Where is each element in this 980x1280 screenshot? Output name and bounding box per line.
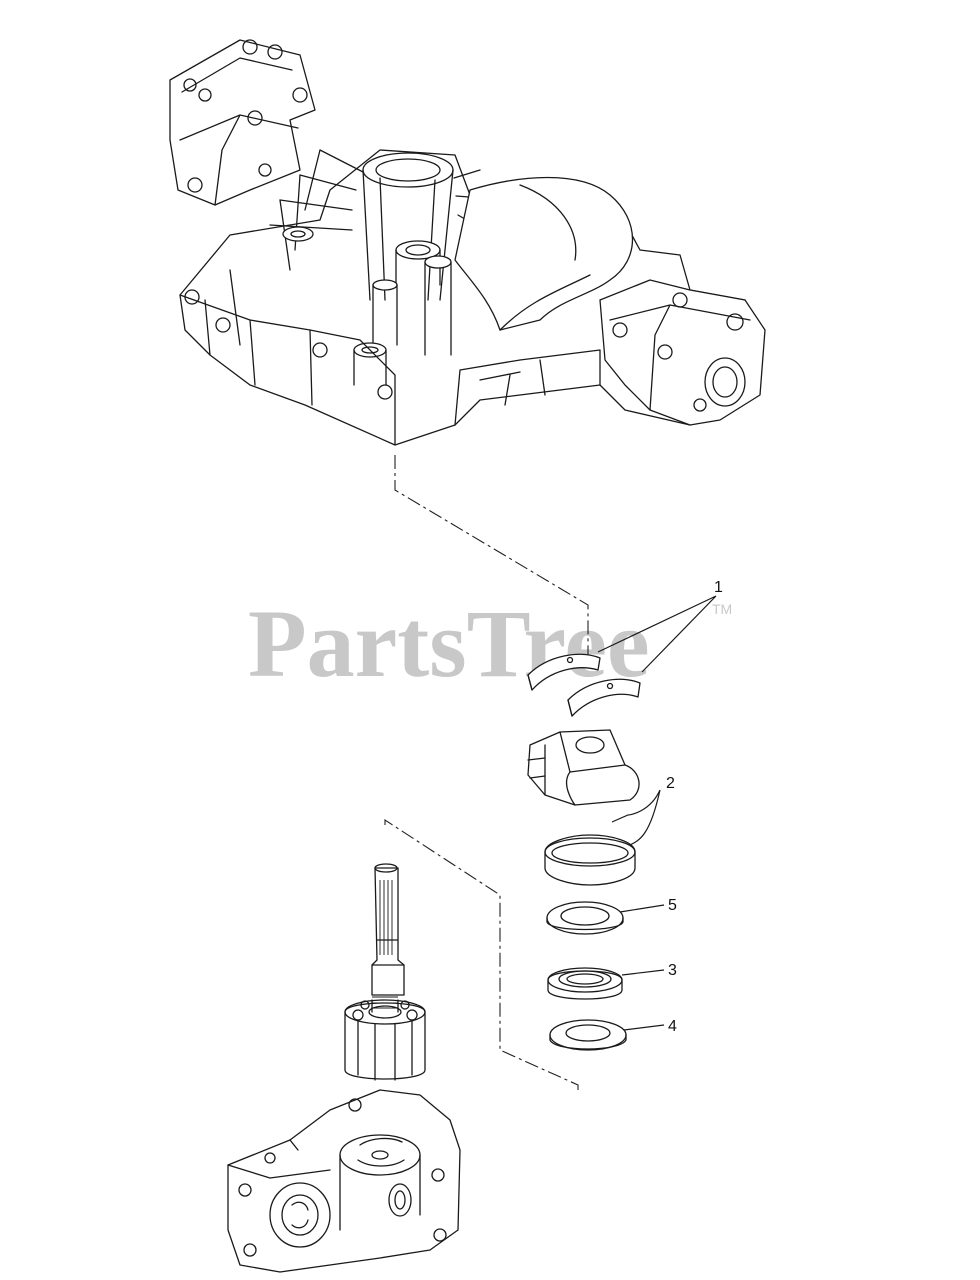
transaxle-housing[interactable] xyxy=(169,39,766,446)
part-3-seal[interactable] xyxy=(547,967,623,1000)
pump-shaft-cylinder[interactable] xyxy=(344,863,426,1081)
centerline-lower xyxy=(384,818,579,1090)
callout-2: 2 xyxy=(666,775,675,792)
swashplate[interactable] xyxy=(527,729,640,806)
callout-labels: 1 2 5 3 4 xyxy=(666,579,723,1035)
watermark: PartsTree TM xyxy=(248,590,732,697)
callout-3: 3 xyxy=(668,962,677,979)
leader-lines xyxy=(597,595,717,1031)
part-4-washer[interactable] xyxy=(549,1019,627,1051)
part-5-washer[interactable] xyxy=(546,901,624,935)
watermark-trademark: TM xyxy=(712,601,732,617)
callout-1: 1 xyxy=(714,579,723,596)
part-2-ring[interactable] xyxy=(544,834,636,886)
centerline-upper xyxy=(394,455,589,655)
pump-housing[interactable] xyxy=(227,1089,461,1273)
part-1-bearing-halves[interactable] xyxy=(527,653,641,717)
callout-4: 4 xyxy=(668,1018,677,1035)
callout-5: 5 xyxy=(668,897,677,914)
watermark-text: PartsTree xyxy=(248,590,650,697)
